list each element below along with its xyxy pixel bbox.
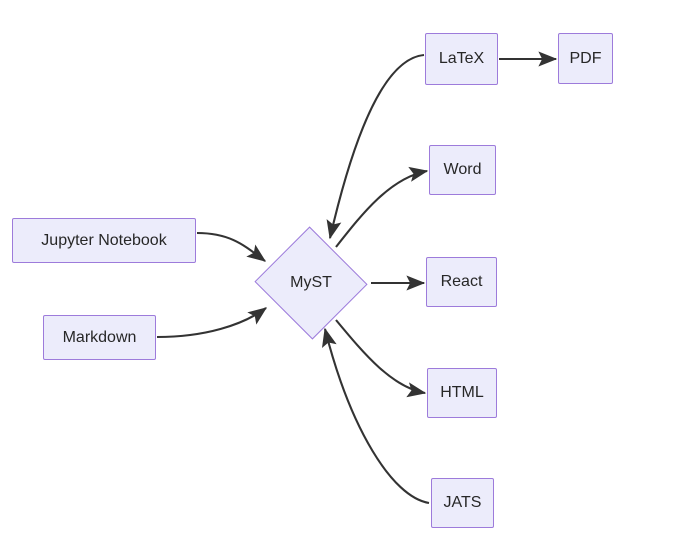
node-label: JATS [443, 494, 482, 511]
edge-latex-to-myst [326, 53, 425, 240]
node-jupyter-notebook[interactable]: Jupyter Notebook [12, 218, 196, 263]
node-label: PDF [569, 49, 602, 67]
node-label: React [440, 273, 483, 290]
edge-markdown-to-myst [156, 307, 268, 339]
node-latex[interactable]: LaTeX [425, 33, 498, 85]
node-markdown[interactable]: Markdown [43, 315, 156, 360]
node-html[interactable]: HTML [427, 368, 497, 418]
node-label: Markdown [62, 328, 137, 346]
edge-myst-to-word [335, 166, 429, 248]
edge-myst-to-html [335, 319, 427, 398]
node-pdf[interactable]: PDF [558, 33, 613, 84]
node-word[interactable]: Word [429, 145, 496, 195]
node-label: HTML [440, 384, 484, 401]
node-label: Word [443, 161, 482, 178]
node-jats[interactable]: JATS [431, 478, 494, 528]
node-label: Jupyter Notebook [41, 231, 167, 249]
node-label: LaTeX [438, 50, 485, 67]
edge-jats-to-myst [321, 327, 430, 505]
edge-jupyter-to-myst [196, 231, 267, 262]
node-react[interactable]: React [426, 257, 497, 307]
